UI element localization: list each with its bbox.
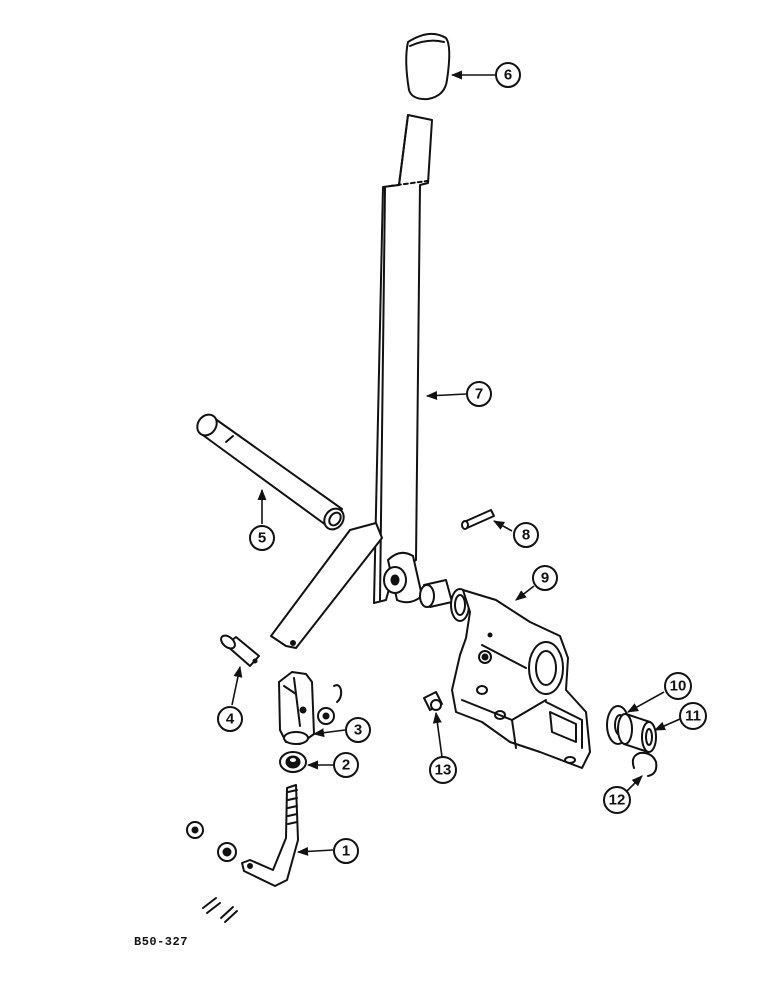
svg-text:10: 10 bbox=[670, 678, 687, 695]
callout-1: 1 bbox=[333, 838, 359, 864]
clevis-pin-part bbox=[220, 634, 260, 667]
callout-3: 3 bbox=[345, 717, 371, 743]
roll-pin-part bbox=[461, 509, 495, 530]
callout-6: 6 bbox=[495, 62, 521, 88]
control-rod-part bbox=[186, 784, 299, 923]
svg-text:7: 7 bbox=[475, 386, 483, 403]
svg-text:3: 3 bbox=[354, 722, 362, 739]
svg-text:6: 6 bbox=[504, 67, 512, 84]
callout-9: 9 bbox=[532, 565, 558, 591]
callout-10: 10 bbox=[664, 672, 692, 700]
svg-text:12: 12 bbox=[609, 792, 626, 809]
callout-5: 5 bbox=[249, 525, 275, 551]
figure-code: B50-327 bbox=[134, 935, 188, 949]
lock-nut-part bbox=[279, 751, 307, 773]
pivot-bracket-part bbox=[419, 579, 591, 769]
hand-lever-part bbox=[270, 114, 433, 649]
pivot-shaft-part bbox=[196, 413, 345, 531]
clevis-yoke-part bbox=[278, 671, 343, 745]
callout-7: 7 bbox=[466, 381, 492, 407]
lever-knob-part bbox=[405, 32, 451, 101]
svg-text:11: 11 bbox=[685, 708, 701, 725]
callout-11: 11 bbox=[679, 702, 707, 730]
snap-ring-part bbox=[631, 751, 658, 777]
svg-text:9: 9 bbox=[541, 570, 549, 587]
grease-fitting-part bbox=[423, 691, 443, 711]
callout-4: 4 bbox=[217, 706, 243, 732]
svg-text:4: 4 bbox=[226, 711, 235, 728]
callout-8: 8 bbox=[513, 522, 539, 548]
svg-text:1: 1 bbox=[342, 843, 350, 860]
svg-text:8: 8 bbox=[522, 527, 530, 544]
svg-text:13: 13 bbox=[435, 762, 452, 779]
leader-lines bbox=[231, 70, 681, 856]
callout-13: 13 bbox=[429, 756, 457, 784]
bushing-part bbox=[617, 713, 657, 753]
callout-2: 2 bbox=[333, 752, 359, 778]
svg-text:2: 2 bbox=[342, 757, 350, 774]
svg-text:5: 5 bbox=[258, 530, 266, 547]
callout-12: 12 bbox=[603, 786, 631, 814]
